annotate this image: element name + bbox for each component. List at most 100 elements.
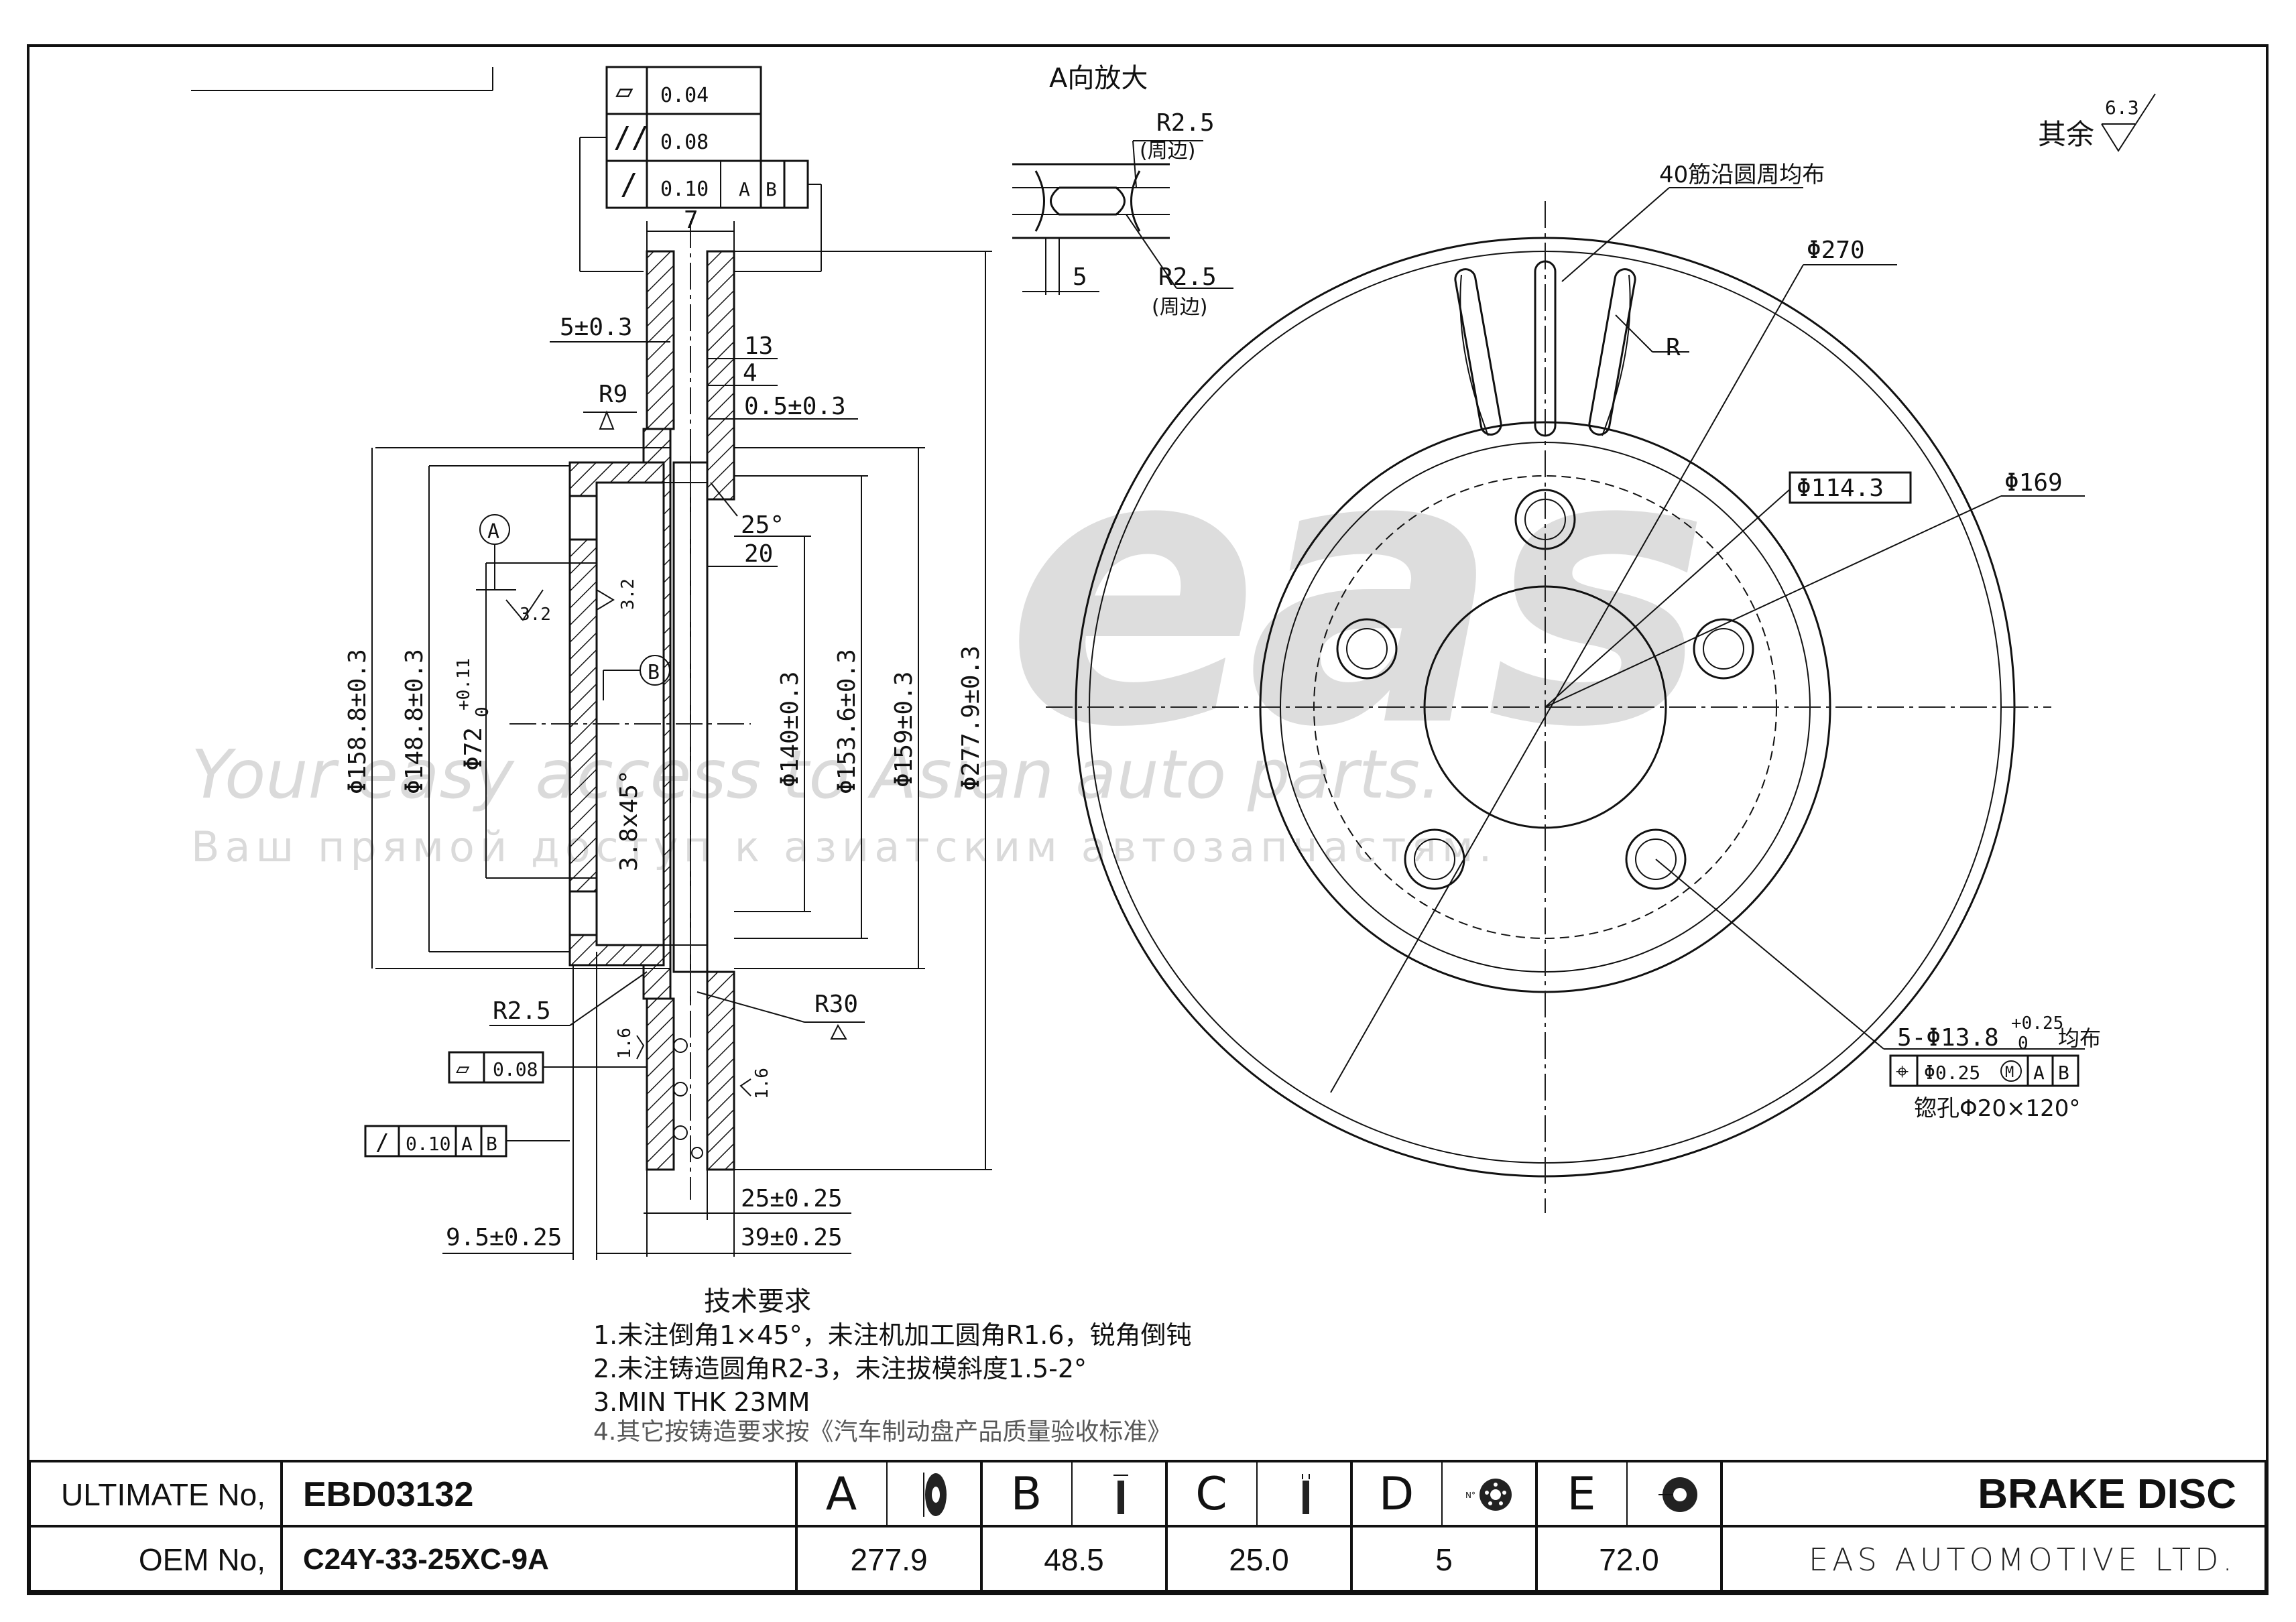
ultimate-value: EBD03132 bbox=[303, 1475, 474, 1514]
dim-dia-270: Φ270 bbox=[1807, 237, 1865, 264]
bolt-holes-icon: N° bbox=[1459, 1462, 1519, 1526]
section-view bbox=[509, 221, 751, 1200]
position-ref-a: A bbox=[2033, 1062, 2045, 1084]
oem-value: C24Y-33-25XC-9A bbox=[303, 1542, 549, 1576]
gdt-ref-a: A bbox=[739, 178, 750, 200]
position-mod: M bbox=[2005, 1064, 2014, 1081]
dim-holes-tol-lower: 0 bbox=[2018, 1034, 2029, 1054]
col-b-letter: B bbox=[1010, 1468, 1042, 1521]
dim-dia-153: Φ153.6±0.3 bbox=[833, 649, 861, 794]
disc-diameter-icon bbox=[909, 1462, 963, 1526]
dim-dia-158: Φ158.8±0.3 bbox=[344, 649, 371, 794]
tech-notes: 技术要求 1.未注倒角1×45°，未注机加工圆角R1.6，锐角倒钝 2.未注铸造… bbox=[593, 1286, 1191, 1446]
drawing-frame bbox=[27, 44, 2269, 1595]
col-e-value: 72.0 bbox=[1599, 1542, 1659, 1577]
center-bore-icon bbox=[1646, 1462, 1707, 1526]
countersink-note: 锪孔Φ20×120° bbox=[1914, 1095, 2080, 1122]
gdt-runout-symbol: / bbox=[375, 1129, 389, 1156]
dim-0-5: 0.5±0.3 bbox=[744, 393, 846, 420]
watermark: eas bbox=[1006, 373, 1711, 810]
vent-note: 40筋沿圆周均布 bbox=[1659, 162, 1825, 188]
disc-thickness-icon bbox=[1279, 1462, 1333, 1526]
dim-9-5: 9.5±0.25 bbox=[446, 1224, 562, 1251]
dim-13: 13 bbox=[744, 332, 773, 360]
dim-dia-277: Φ277.9±0.3 bbox=[957, 645, 985, 791]
col-d-letter: D bbox=[1378, 1468, 1414, 1521]
dim-dia-72-tol-upper: +0.11 bbox=[454, 658, 474, 710]
col-c-value: 25.0 bbox=[1229, 1542, 1289, 1577]
gdt-value-parallel: 0.08 bbox=[660, 131, 709, 154]
tech-note-3: 3.MIN THK 23MM bbox=[593, 1387, 810, 1417]
dim-dia-169: Φ169 bbox=[2004, 469, 2063, 497]
detail-r25-top-note: (周边) bbox=[1140, 139, 1195, 163]
gdt-runout-ref-a: A bbox=[461, 1133, 473, 1155]
position-tol: Φ0.25 bbox=[1924, 1062, 1980, 1084]
watermark-line-1: Your easy access to Asian auto parts. bbox=[191, 735, 1441, 814]
dim-25: 25±0.25 bbox=[741, 1185, 843, 1212]
ultimate-label: ULTIMATE No, bbox=[61, 1477, 265, 1512]
dim-dia-72-tol-lower: 0 bbox=[473, 706, 493, 717]
gdt-flatness-value: 0.08 bbox=[493, 1058, 538, 1080]
position-ref-b: B bbox=[2058, 1062, 2069, 1084]
dim-chamfer: 3.8x45° bbox=[615, 769, 643, 871]
detail-dim-5: 5 bbox=[1073, 263, 1087, 291]
product-title: BRAKE DISC bbox=[1978, 1471, 2236, 1517]
svg-text:N°: N° bbox=[1465, 1491, 1475, 1500]
bolt-hole-3 bbox=[1625, 828, 1687, 890]
datum-b: B bbox=[648, 661, 660, 684]
watermark-line-2: Ваш прямой доступ к азиатским автозапчас… bbox=[191, 822, 1497, 871]
detail-r25-top: R2.5 bbox=[1156, 109, 1215, 137]
watermark-logo: eas bbox=[1006, 373, 1698, 810]
rough-32a: 3.2 bbox=[520, 605, 551, 625]
gdt-value-runout: 0.10 bbox=[660, 178, 709, 201]
col-a-letter: A bbox=[825, 1468, 857, 1521]
dim-dia-148: Φ148.8±0.3 bbox=[401, 649, 428, 794]
disc-height-icon bbox=[1094, 1462, 1148, 1526]
tech-note-2: 2.未注铸造圆角R2-3，未注拔模斜度1.5-2° bbox=[593, 1354, 1087, 1383]
vent-radius-r: R bbox=[1666, 334, 1681, 361]
bolt-hole-5 bbox=[1336, 618, 1398, 680]
gdt-runout-value: 0.10 bbox=[406, 1133, 450, 1155]
title-block: ULTIMATE No, EBD03132 A B C D N° E BRAKE… bbox=[28, 1460, 2267, 1593]
col-c-letter: C bbox=[1195, 1468, 1227, 1521]
face-view: Φ270 Φ114.3 Φ169 40筋沿圆周均布 R 5-Φ13.8 +0.2… bbox=[1046, 162, 2101, 1213]
gdt-ref-b: B bbox=[766, 178, 777, 200]
oem-label: OEM No, bbox=[138, 1542, 265, 1577]
tech-note-1: 1.未注倒角1×45°，未注机加工圆角R1.6，锐角倒钝 bbox=[593, 1320, 1191, 1350]
datum-a: A bbox=[487, 520, 499, 544]
gdt-runout-ref-b: B bbox=[486, 1133, 497, 1155]
gdt-flatness-symbol: ▱ bbox=[456, 1055, 470, 1082]
dim-dia-159: Φ159±0.3 bbox=[890, 672, 918, 788]
roughness-symbol bbox=[2101, 93, 2156, 152]
dim-dia-140: Φ140±0.3 bbox=[776, 672, 804, 788]
bolt-hole-2 bbox=[1693, 618, 1754, 680]
col-a-value: 277.9 bbox=[850, 1542, 928, 1577]
dim-dia-114: Φ114.3 bbox=[1797, 475, 1884, 502]
detail-r25-bottom-note: (周边) bbox=[1152, 296, 1207, 319]
col-e-letter: E bbox=[1567, 1468, 1596, 1521]
dim-holes: 5-Φ13.8 bbox=[1897, 1024, 1999, 1052]
section-dimensions: Φ158.8±0.3 Φ148.8±0.3 Φ72 +0.11 0 Φ140±0… bbox=[344, 206, 992, 1260]
dim-offset-5: 5±0.3 bbox=[560, 314, 632, 341]
gdt-value-flatness: 0.04 bbox=[660, 84, 709, 107]
dim-r9: R9 bbox=[599, 381, 627, 408]
dim-dia-72: Φ72 bbox=[460, 727, 487, 771]
dim-width-7: 7 bbox=[684, 206, 699, 234]
roughness-value: 6.3 bbox=[2105, 97, 2139, 119]
dim-r30: R30 bbox=[814, 991, 858, 1018]
dim-angle-25: 25° bbox=[741, 511, 784, 539]
dim-20: 20 bbox=[744, 540, 773, 568]
dim-holes-suffix: 均布 bbox=[2058, 1025, 2101, 1051]
gdt-symbol-flatness: ▱ bbox=[615, 74, 633, 108]
rough-32b: 3.2 bbox=[618, 578, 638, 610]
tech-notes-title: 技术要求 bbox=[704, 1286, 811, 1317]
company-name: EAS AUTOMOTIVE LTD. bbox=[1809, 1541, 2236, 1578]
dim-4: 4 bbox=[743, 359, 758, 387]
dim-39: 39±0.25 bbox=[741, 1224, 843, 1251]
rough-16a: 1.6 bbox=[615, 1027, 635, 1059]
gdt-symbol-parallel: // bbox=[613, 121, 649, 155]
rough-16b: 1.6 bbox=[752, 1068, 772, 1099]
gdt-frame-top: ▱ 0.04 // 0.08 / 0.10 A B bbox=[579, 66, 822, 272]
dim-r2-5: R2.5 bbox=[493, 997, 551, 1025]
